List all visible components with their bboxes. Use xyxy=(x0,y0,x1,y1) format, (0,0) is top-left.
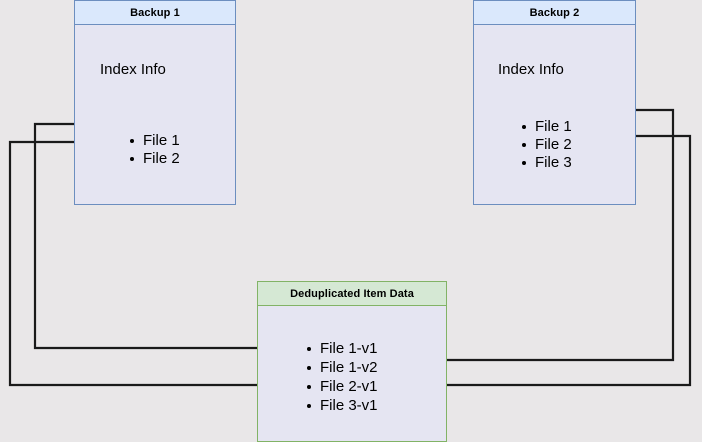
dedup-item-label: File 1-v2 xyxy=(320,359,378,376)
backup1-file-list: File 1 File 2 xyxy=(126,132,180,168)
backup2-file-list: File 1 File 2 File 3 xyxy=(518,118,572,172)
backup1-body: Index Info File 1 File 2 xyxy=(75,25,235,205)
dedup-item-label: File 2-v1 xyxy=(320,378,378,395)
dedup-item-list: File 1-v1 File 1-v2 File 2-v1 File 3-v1 xyxy=(303,339,378,415)
backup1-file-label: File 2 xyxy=(143,150,180,167)
backup1-title: Backup 1 xyxy=(75,1,235,25)
backup2-body: Index Info File 1 File 2 File 3 xyxy=(474,25,635,205)
backup2-box[interactable]: Backup 2 Index Info File 1 File 2 File 3 xyxy=(473,0,636,205)
dedup-title: Deduplicated Item Data xyxy=(258,282,446,306)
backup2-file-item[interactable]: File 3 xyxy=(518,154,572,172)
backup2-index-info-label: Index Info xyxy=(498,61,564,78)
dedup-box[interactable]: Deduplicated Item Data File 1-v1 File 1-… xyxy=(257,281,447,442)
dedup-list-item[interactable]: File 1-v1 xyxy=(303,339,378,358)
backup2-title: Backup 2 xyxy=(474,1,635,25)
backup2-file-item[interactable]: File 1 xyxy=(518,118,572,136)
backup1-file-item[interactable]: File 1 xyxy=(126,132,180,150)
backup1-file-item[interactable]: File 2 xyxy=(126,150,180,168)
backup2-file-label: File 1 xyxy=(535,118,572,135)
dedup-item-label: File 1-v1 xyxy=(320,340,378,357)
backup1-index-info-label: Index Info xyxy=(100,61,166,78)
backup1-file-label: File 1 xyxy=(143,132,180,149)
backup2-file-label: File 3 xyxy=(535,154,572,171)
dedup-body: File 1-v1 File 1-v2 File 2-v1 File 3-v1 xyxy=(258,306,446,442)
dedup-list-item[interactable]: File 3-v1 xyxy=(303,396,378,415)
backup1-box[interactable]: Backup 1 Index Info File 1 File 2 xyxy=(74,0,236,205)
backup2-file-item[interactable]: File 2 xyxy=(518,136,572,154)
dedup-list-item[interactable]: File 2-v1 xyxy=(303,377,378,396)
dedup-item-label: File 3-v1 xyxy=(320,397,378,414)
dedup-list-item[interactable]: File 1-v2 xyxy=(303,358,378,377)
backup2-file-label: File 2 xyxy=(535,136,572,153)
